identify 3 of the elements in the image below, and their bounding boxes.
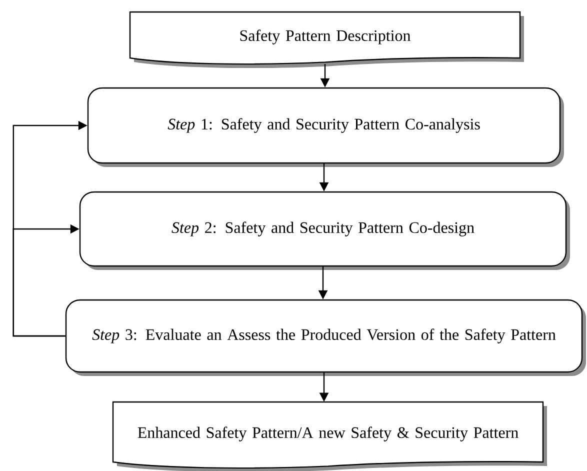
process-box: Step 3: Evaluate an Assess the Produced Version of the Safety Pattern: [65, 299, 586, 376]
process-box: Step 2: Safety and Security Pattern Co-design: [79, 191, 570, 270]
process-box: Step 1: Safety and Security Pattern Co-analysis: [87, 87, 564, 167]
